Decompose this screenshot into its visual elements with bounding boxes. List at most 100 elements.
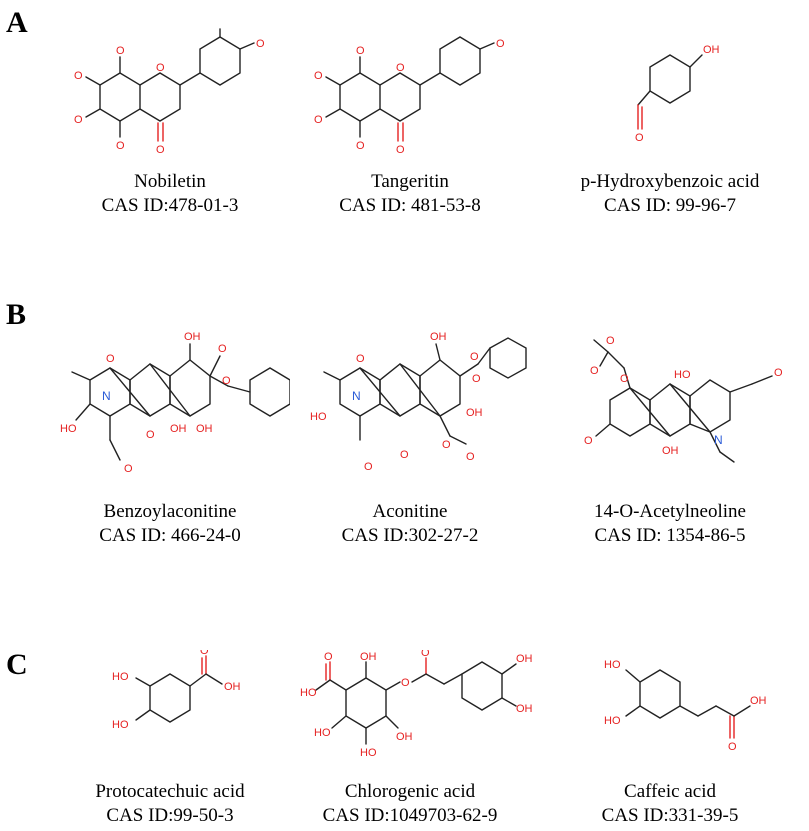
atom-o: O [218,343,227,355]
atom-o: O [356,140,365,152]
atom-o: O [156,62,165,74]
structure-benzoylaconitine: N O HO O OH O O OH OH O [60,331,290,475]
atom-o: O [222,375,231,387]
atom-o: O [442,439,451,451]
atom-oh: OH [516,703,533,715]
panel-label-a: A [6,6,28,39]
atom-oh: OH [170,423,187,435]
compound-cas: CAS ID:478-01-3 [101,195,239,216]
atom-o: O [466,451,475,463]
compound-protocatechuic-acid: O OH HO HO Protocatechuic acid CAS ID:99… [40,650,300,828]
compound-14-o-acetylneoline: O O O HO O O OH N 14-O-Acetylneoline CAS… [540,320,800,548]
structure-aconitine: N O OH O O OH HO O O O O [310,331,527,473]
atom-oh: OH [224,681,241,693]
compound-name: Aconitine [372,501,448,522]
structure-chlorogenic-acid: O HO OH O O OH OH HO HO OH [300,650,533,759]
atom-ho: HO [314,727,331,739]
atom-oh: OH [662,445,679,457]
atom-oh: OH [516,653,533,665]
atom-o: O [74,70,83,82]
compound-tangeritin: O O O O O O O Tangeritin CAS ID: 481-53-… [280,25,540,218]
compound-nobiletin: O O O O O O O Nobiletin CAS ID:478-01-3 [40,25,300,218]
atom-o: O [356,353,365,365]
compound-chlorogenic-acid: O HO OH O O OH OH HO HO OH Chlorogenic a… [280,650,540,828]
atom-ho: HO [360,747,377,759]
atom-n: N [714,433,723,447]
atom-o: O [728,741,737,753]
atom-o: O [116,140,125,152]
atom-o: O [256,38,265,50]
structure-nobiletin: O O O O O O O [74,28,265,156]
compound-name: p-Hydroxybenzoic acid [580,171,760,192]
atom-oh: OH [184,331,201,343]
atom-o: O [356,45,365,57]
compound-cas: CAS ID:1049703-62-9 [322,805,498,826]
structure-p-hydroxybenzoic-acid: OH O [635,44,720,144]
atom-o: O [156,144,165,156]
atom-oh: OH [466,407,483,419]
atom-oh: OH [430,331,447,343]
atom-o: O [421,650,430,659]
atom-o: O [774,367,783,379]
atom-n: N [352,389,361,403]
compound-name: Protocatechuic acid [95,781,245,802]
atom-o: O [200,650,209,657]
atom-o: O [314,70,323,82]
compound-name: 14-O-Acetylneoline [594,501,746,522]
atom-o: O [620,373,629,385]
atom-o: O [401,677,410,689]
atom-o: O [396,144,405,156]
atom-o: O [124,463,133,475]
compound-p-hydroxybenzoic-acid: OH O p-Hydroxybenzoic acid CAS ID: 99-96… [540,25,800,218]
atom-o: O [314,114,323,126]
compound-name: Tangeritin [371,171,449,192]
compound-name: Caffeic acid [624,781,716,802]
atom-o: O [606,335,615,347]
atom-oh: OH [196,423,213,435]
atom-o: O [396,62,405,74]
atom-o: O [590,365,599,377]
atom-o: O [106,353,115,365]
atom-ho: HO [674,369,691,381]
atom-ho: HO [604,659,621,671]
atom-o: O [472,373,481,385]
atom-o: O [400,449,409,461]
structure-protocatechuic-acid: O OH HO HO [112,650,241,731]
compound-cas: CAS ID: 481-53-8 [339,195,481,216]
compound-cas: CAS ID: 466-24-0 [99,525,241,546]
atom-ho: HO [112,671,129,683]
atom-oh: OH [396,731,413,743]
atom-o: O [74,114,83,126]
compound-cas: CAS ID:99-50-3 [106,805,234,826]
atom-oh: OH [360,651,377,663]
compound-name: Benzoylaconitine [103,501,237,522]
atom-ho: HO [112,719,129,731]
compound-benzoylaconitine: N O HO O OH O O OH OH O Benzoylaconitine… [40,320,300,548]
compound-cas: CAS ID:302-27-2 [341,525,479,546]
atom-ho: HO [604,715,621,727]
atom-ho: HO [300,687,317,699]
compound-cas: CAS ID: 99-96-7 [604,195,736,216]
atom-o: O [470,351,479,363]
atom-o: O [364,461,373,473]
atom-oh: OH [750,695,767,707]
atom-ho: HO [310,411,327,423]
compound-cas: CAS ID: 1354-86-5 [594,525,746,546]
atom-oh: OH [703,44,720,56]
atom-ho: HO [60,423,77,435]
atom-o: O [116,45,125,57]
atom-n: N [102,389,111,403]
compound-name: Chlorogenic acid [344,781,476,802]
atom-o: O [496,38,505,50]
compound-name: Nobiletin [134,171,206,192]
panel-label-b: B [6,298,27,331]
compound-aconitine: N O OH O O OH HO O O O O Aconitine CAS I… [280,320,540,548]
atom-o: O [146,429,155,441]
panel-label-c: C [6,648,28,681]
compound-caffeic-acid: HO HO OH O Caffeic acid CAS ID:331-39-5 [540,650,800,828]
structure-caffeic-acid: HO HO OH O [604,659,767,753]
structure-tangeritin: O O O O O O O [314,36,505,156]
atom-o: O [324,651,333,663]
compound-cas: CAS ID:331-39-5 [601,805,739,826]
structure-14-o-acetylneoline: O O O HO O O OH N [584,335,783,463]
